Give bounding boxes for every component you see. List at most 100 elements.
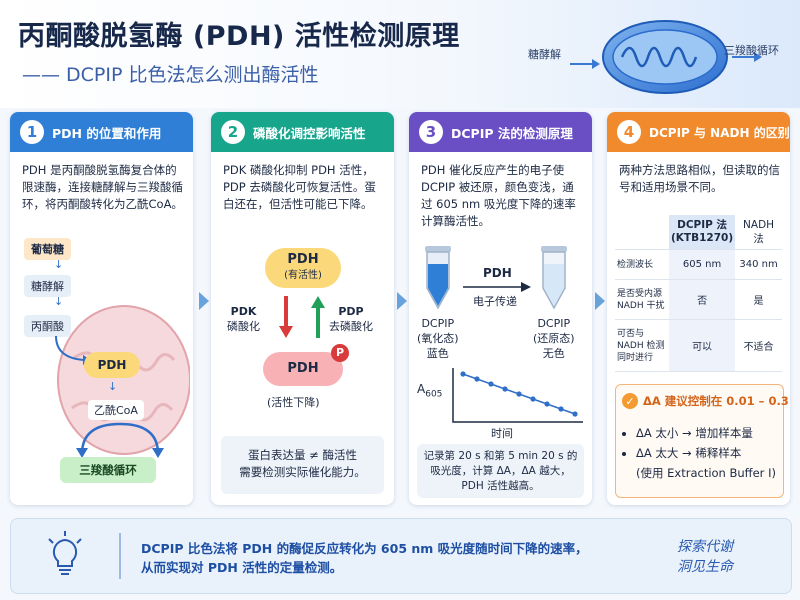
electron-transfer-label: 电子传递 xyxy=(473,295,517,308)
restore-arrow-icon xyxy=(311,296,325,338)
tca-cycle-box: 三羧酸循环 xyxy=(60,457,156,483)
list-item: ΔA 太大 → 稀释样本 xyxy=(636,443,776,463)
check-icon: ✓ xyxy=(622,393,638,409)
flow-pyruvate: 丙酮酸 xyxy=(24,315,71,337)
pdh-inactive: PDH xyxy=(263,352,343,386)
card-connector-arrow xyxy=(199,292,209,310)
table-header-row: DCPIP 法 (KTB1270) NADH 法 xyxy=(615,215,782,250)
pdk-action: 磷酸化 xyxy=(227,320,260,333)
tca-label: 三羧酸循环 xyxy=(724,44,779,57)
footer-signature: 探索代谢 洞见生命 xyxy=(677,539,733,575)
step-number: 2 xyxy=(221,120,245,144)
page-subtitle: —— DCPIP 比色法怎么测出酶活性 xyxy=(22,64,319,86)
comparison-table: DCPIP 法 (KTB1270) NADH 法 检测波长 605 nm 340… xyxy=(615,215,782,372)
card-description: PDH 是丙酮酸脱氢酶复合体的限速酶，连接糖酵解与三羧酸循环，将丙酮酸转化为乙酰… xyxy=(22,163,183,211)
pdh-active: PDH (有活性) xyxy=(265,248,341,288)
plot-axes xyxy=(452,368,583,423)
flow-arrow-3: ↓ xyxy=(108,380,118,393)
cycle-arrows-icon xyxy=(76,422,164,458)
tube-blue-icon xyxy=(425,246,451,310)
table-row: 检测波长 605 nm 340 nm xyxy=(615,249,782,280)
table-cell: 是否受内源 NADH 干扰 xyxy=(615,279,669,320)
table-cell: 可以 xyxy=(669,319,736,372)
mitochondrion-icon xyxy=(570,20,762,94)
summary-footer: DCPIP 比色法将 PDH 的酶促反应转化为 605 nm 吸光度随时间下降的… xyxy=(10,518,792,594)
decay-point xyxy=(572,411,578,417)
table-row: 是否受内源 NADH 干扰 否 是 xyxy=(615,279,782,320)
delta-a-warning-box: ✓ ΔA 建议控制在 0.01 – 0.3 ΔA 太小 → 增加样本量 ΔA 太… xyxy=(615,384,789,498)
page-title: 丙酮酸脱氢酶 (PDH) 活性检测原理 xyxy=(18,21,460,52)
footer-summary-text: DCPIP 比色法将 PDH 的酶促反应转化为 605 nm 吸光度随时间下降的… xyxy=(141,541,588,575)
flow-glycolysis: 糖酵解 xyxy=(24,275,71,297)
absorbance-axis-label: A605 xyxy=(417,382,442,399)
warning-title-text: ΔA 建议控制在 0.01 – 0.3 xyxy=(643,394,789,408)
table-cell: 可否与 NADH 检测 同时进行 xyxy=(615,319,669,372)
list-item: (使用 Extraction Buffer I) xyxy=(636,466,776,480)
card-title: DCPIP 与 NADH 的区别 xyxy=(649,125,790,140)
card-header: 3 DCPIP 法的检测原理 xyxy=(409,112,592,152)
table-row: 可否与 NADH 检测 同时进行 可以 不适合 xyxy=(615,319,782,372)
card-connector-arrow xyxy=(595,292,605,310)
pdk-label: PDK 磷酸化 xyxy=(227,304,260,334)
warning-list: ΔA 太小 → 增加样本量 ΔA 太大 → 稀释样本 (使用 Extractio… xyxy=(620,423,776,483)
dcpip-reduced-label: DCPIP (还原态) 无色 xyxy=(533,317,575,360)
footer-divider xyxy=(119,533,121,579)
tube-clear-icon xyxy=(541,246,567,310)
pdh-enzyme: PDH xyxy=(84,352,140,378)
card-title: PDH 的位置和作用 xyxy=(52,125,162,141)
list-item: ΔA 太小 → 增加样本量 xyxy=(636,423,776,443)
table-header-dcpip: DCPIP 法 (KTB1270) xyxy=(669,215,736,250)
decay-point xyxy=(558,406,564,412)
table-cell: 检测波长 xyxy=(615,249,669,280)
decay-point xyxy=(544,401,550,407)
decay-point xyxy=(502,386,508,392)
phosphate-badge: P xyxy=(331,344,349,362)
decay-point xyxy=(530,396,536,402)
flow-glucose: 葡萄糖 xyxy=(24,238,71,260)
card-description: 两种方法思路相似，但读取的信号和适用场景不同。 xyxy=(619,163,780,194)
card-note: 记录第 20 s 和第 5 min 20 s 的吸光度，计算 ΔA，ΔA 越大，… xyxy=(417,444,584,498)
pdk-name: PDK xyxy=(230,305,257,318)
card-title: 磷酸化调控影响活性 xyxy=(253,125,366,141)
step-number: 1 xyxy=(20,120,44,144)
inhibit-arrow-icon xyxy=(279,296,293,338)
table-cell: 340 nm xyxy=(735,249,782,280)
card-connector-arrow xyxy=(397,292,407,310)
step-number: 3 xyxy=(419,120,443,144)
table-header-empty xyxy=(615,215,669,250)
absorbance-decay-plot xyxy=(452,368,583,423)
card-title: DCPIP 法的检测原理 xyxy=(451,125,573,141)
table-cell: 不适合 xyxy=(735,319,782,372)
pdp-name: PDP xyxy=(338,305,364,318)
lightbulb-icon xyxy=(48,531,82,575)
table-cell: 是 xyxy=(735,279,782,320)
reaction-enzyme: PDH xyxy=(483,266,512,280)
decay-point xyxy=(474,376,480,382)
time-axis-label: 时间 xyxy=(491,427,513,440)
glycolysis-label: 糖酵解 xyxy=(528,48,561,61)
pdp-action: 去磷酸化 xyxy=(329,320,373,333)
decay-point xyxy=(460,371,466,377)
decay-point xyxy=(516,391,522,397)
table-cell: 605 nm xyxy=(669,249,736,280)
flow-arrow-2: ↓ xyxy=(54,295,64,308)
card-pdh-location: 1 PDH 的位置和作用 PDH 是丙酮酸脱氢酶复合体的限速酶，连接糖酵解与三羧… xyxy=(10,112,193,505)
decay-point xyxy=(488,381,494,387)
table-header-nadh: NADH 法 xyxy=(735,215,782,250)
card-dcpip-principle: 3 DCPIP 法的检测原理 PDH 催化反应产生的电子使 DCPIP 被还原，… xyxy=(409,112,592,505)
pdh-active-name: PDH xyxy=(287,252,319,267)
card-header: 2 磷酸化调控影响活性 xyxy=(211,112,394,152)
header-banner: 丙酮酸脱氢酶 (PDH) 活性检测原理 —— DCPIP 比色法怎么测出酶活性 … xyxy=(0,0,800,108)
flow-acetyl-coa: 乙酰CoA xyxy=(88,400,144,420)
card-note: 蛋白表达量 ≠ 酶活性 需要检测实际催化能力。 xyxy=(221,436,384,494)
warning-title: ✓ ΔA 建议控制在 0.01 – 0.3 xyxy=(622,393,789,409)
card-description: PDK 磷酸化抑制 PDH 活性，PDP 去磷酸化可恢复活性。蛋白还在，但活性可… xyxy=(223,163,376,211)
card-phosphorylation: 2 磷酸化调控影响活性 PDK 磷酸化抑制 PDH 活性，PDP 去磷酸化可恢复… xyxy=(211,112,394,505)
reaction-arrow-icon xyxy=(463,282,531,292)
table-cell: 否 xyxy=(669,279,736,320)
absorbance-wavelength: 605 xyxy=(425,389,443,400)
dcpip-oxidized-label: DCPIP (氧化态) 蓝色 xyxy=(417,317,459,360)
card-header: 4 DCPIP 与 NADH 的区别 xyxy=(607,112,790,152)
card-dcpip-vs-nadh: 4 DCPIP 与 NADH 的区别 两种方法思路相似，但读取的信号和适用场景不… xyxy=(607,112,790,505)
step-number: 4 xyxy=(617,120,641,144)
